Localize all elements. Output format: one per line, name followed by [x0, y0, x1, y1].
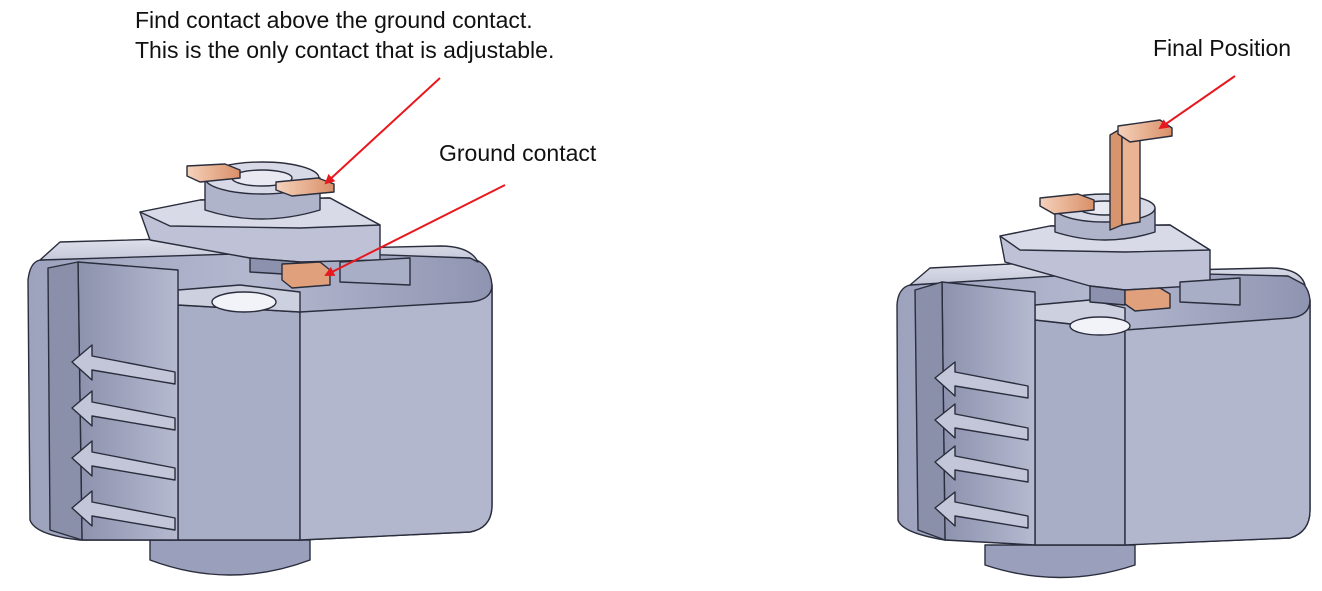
connector-before-adjustment	[27, 161, 493, 576]
ground-contact	[281, 261, 331, 289]
find-contact-line1: Find contact above the ground contact.	[135, 7, 533, 33]
find-contact-line2: This is the only contact that is adjusta…	[135, 37, 555, 63]
annotation-ground-contact: Ground contact	[439, 140, 597, 166]
side-latch-plate	[77, 261, 179, 541]
arrow-ground-contact	[324, 184, 506, 276]
adjustable-contact	[186, 163, 335, 197]
annotation-find-contact: Find contact above the ground contact. T…	[135, 5, 554, 65]
base-cylinder	[149, 539, 311, 576]
housing-front-face	[177, 304, 301, 541]
connector-final-position	[896, 119, 1311, 579]
arrow-chevron-icon	[934, 361, 1029, 529]
mount-hole	[1069, 316, 1131, 336]
mount-hole	[211, 291, 277, 313]
arrow-chevron-icon	[71, 344, 176, 531]
adjustable-contact-final	[1109, 127, 1123, 231]
arrow-find-contact	[324, 77, 441, 185]
arrow-final-position	[1158, 75, 1236, 130]
annotation-arrows	[324, 75, 1236, 276]
ground-contact	[1124, 287, 1171, 312]
fixed-contact	[1039, 193, 1095, 215]
annotation-final-position: Final Position	[1153, 35, 1292, 61]
